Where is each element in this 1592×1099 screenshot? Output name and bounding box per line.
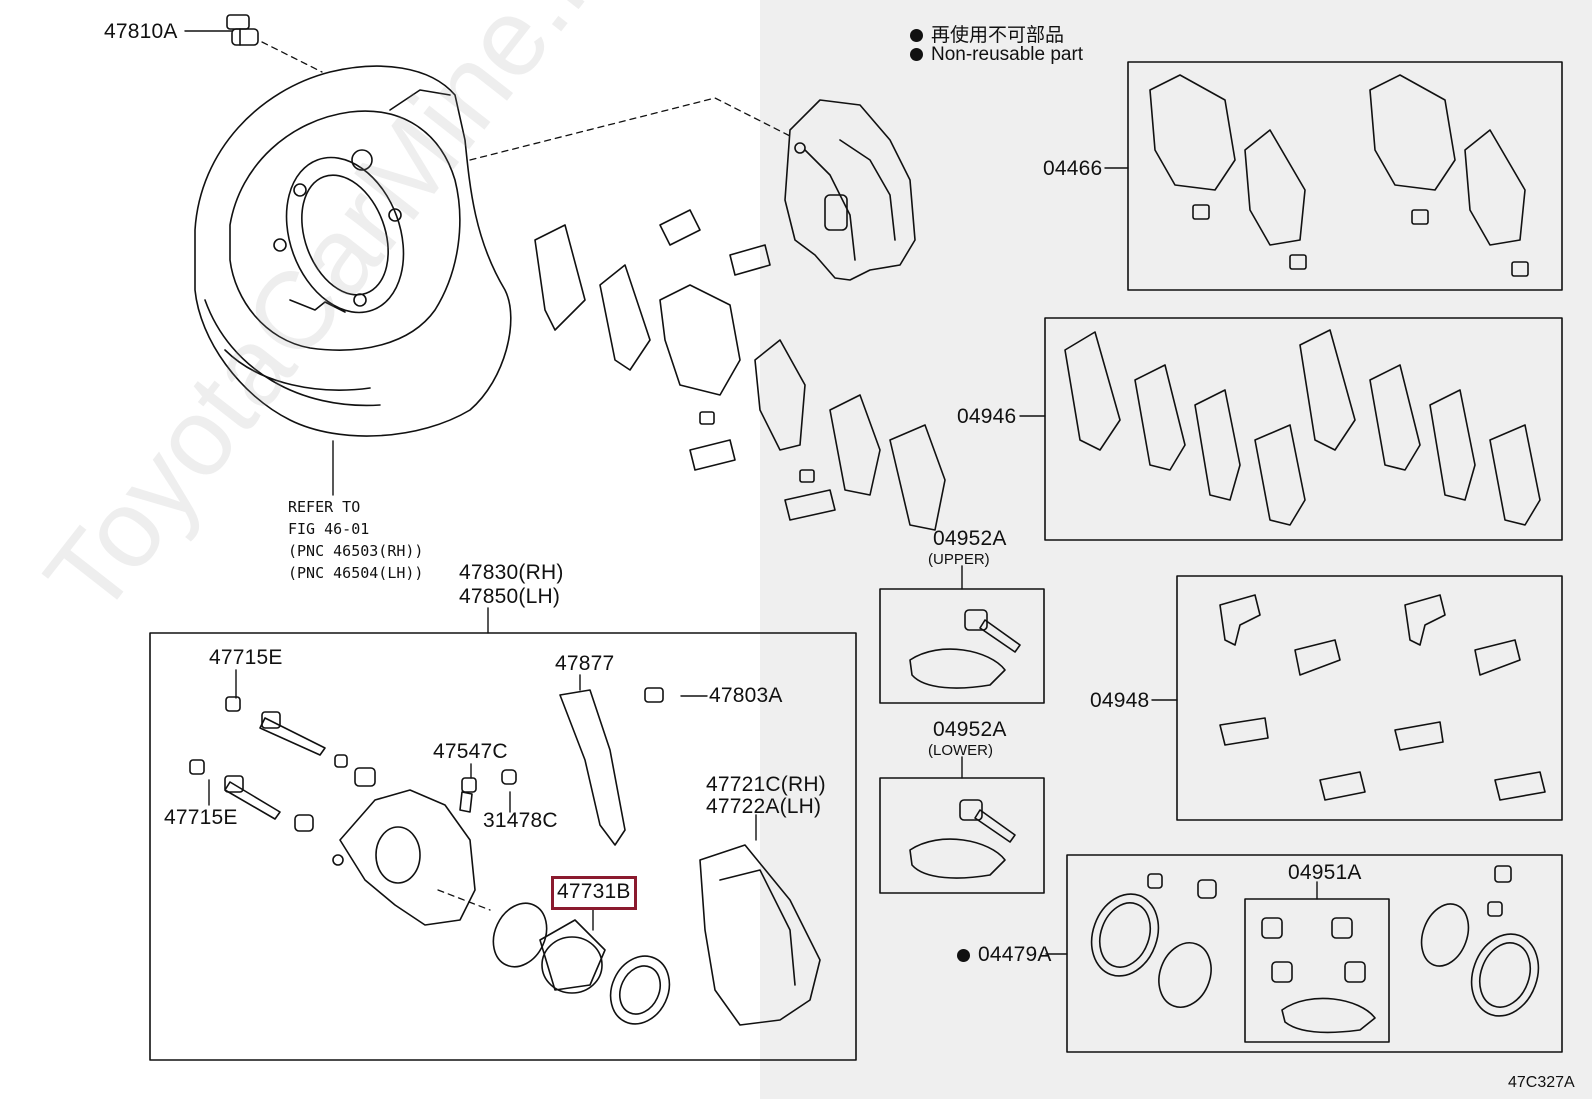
part-label-04479a[interactable]: 04479A (957, 943, 1052, 967)
frame-04946 (1044, 317, 1563, 541)
dashed-connectors (261, 41, 791, 911)
non-reusable-dot-icon (910, 29, 923, 42)
part-label-47721c[interactable]: 47721C(RH) (706, 773, 826, 796)
part-label-04952a-lower[interactable]: 04952A (933, 718, 1007, 741)
refer-note-line3: (PNC 46503(RH)) (288, 542, 424, 560)
part-label-04952a-upper[interactable]: 04952A (933, 527, 1007, 550)
part-label-47850[interactable]: 47850(LH) (459, 585, 561, 608)
highlight-box-47731b (551, 876, 637, 910)
shims-04946 (1064, 329, 1541, 526)
part-label-47731b[interactable]: 47731B (557, 880, 631, 903)
frame-04952a-lower (879, 777, 1045, 894)
part-label-47830[interactable]: 47830(RH) (459, 561, 564, 584)
part-label-31478c[interactable]: 31478C (483, 809, 558, 832)
part-label-47877[interactable]: 47877 (555, 652, 615, 675)
upper-label: (UPPER) (928, 551, 990, 568)
pins-04952a (909, 609, 1021, 879)
dust-cover (194, 65, 512, 437)
leader-lines (184, 30, 1318, 955)
refer-note-line4: (PNC 46504(LH)) (288, 564, 424, 582)
lower-label: (LOWER) (928, 742, 993, 759)
part-label-47803a[interactable]: 47803A (709, 684, 783, 707)
clips-04948 (1219, 594, 1546, 801)
legend-jp: 再使用不可部品 (910, 20, 1064, 47)
frame-04948 (1176, 575, 1563, 821)
caliper-top (784, 99, 916, 281)
refer-note-line1: REFER TO (288, 498, 361, 516)
part-label-47715e-bottom[interactable]: 47715E (164, 806, 238, 829)
center-pads (534, 209, 946, 531)
part-label-47715e-top[interactable]: 47715E (209, 646, 283, 669)
part-label-47722a[interactable]: 47722A(LH) (706, 795, 822, 818)
part-label-04946[interactable]: 04946 (957, 405, 1017, 428)
frame-04466 (1127, 61, 1563, 291)
part-label-47810a[interactable]: 47810A (104, 20, 178, 43)
bolt-47810a (226, 14, 259, 46)
seal-kit-04479a (1090, 865, 1540, 1034)
shaded-region (760, 0, 1592, 1099)
pads-04466 (1149, 74, 1529, 277)
part-label-47547c[interactable]: 47547C (433, 740, 508, 763)
legend-en: Non-reusable part (910, 44, 1083, 66)
non-reusable-dot-icon (957, 949, 970, 962)
frame-caliper-assembly (149, 632, 857, 1061)
frame-04951a (1244, 898, 1390, 1043)
refer-note-line2[interactable]: FIG 46-01 (288, 520, 370, 538)
part-label-04466[interactable]: 04466 (1043, 157, 1103, 180)
part-label-04948[interactable]: 04948 (1090, 689, 1150, 712)
non-reusable-dot-icon (910, 48, 923, 61)
caliper-assembly-parts (189, 687, 821, 1026)
part-label-04951a[interactable]: 04951A (1288, 861, 1362, 884)
figure-code: 47C327A (1508, 1074, 1575, 1091)
